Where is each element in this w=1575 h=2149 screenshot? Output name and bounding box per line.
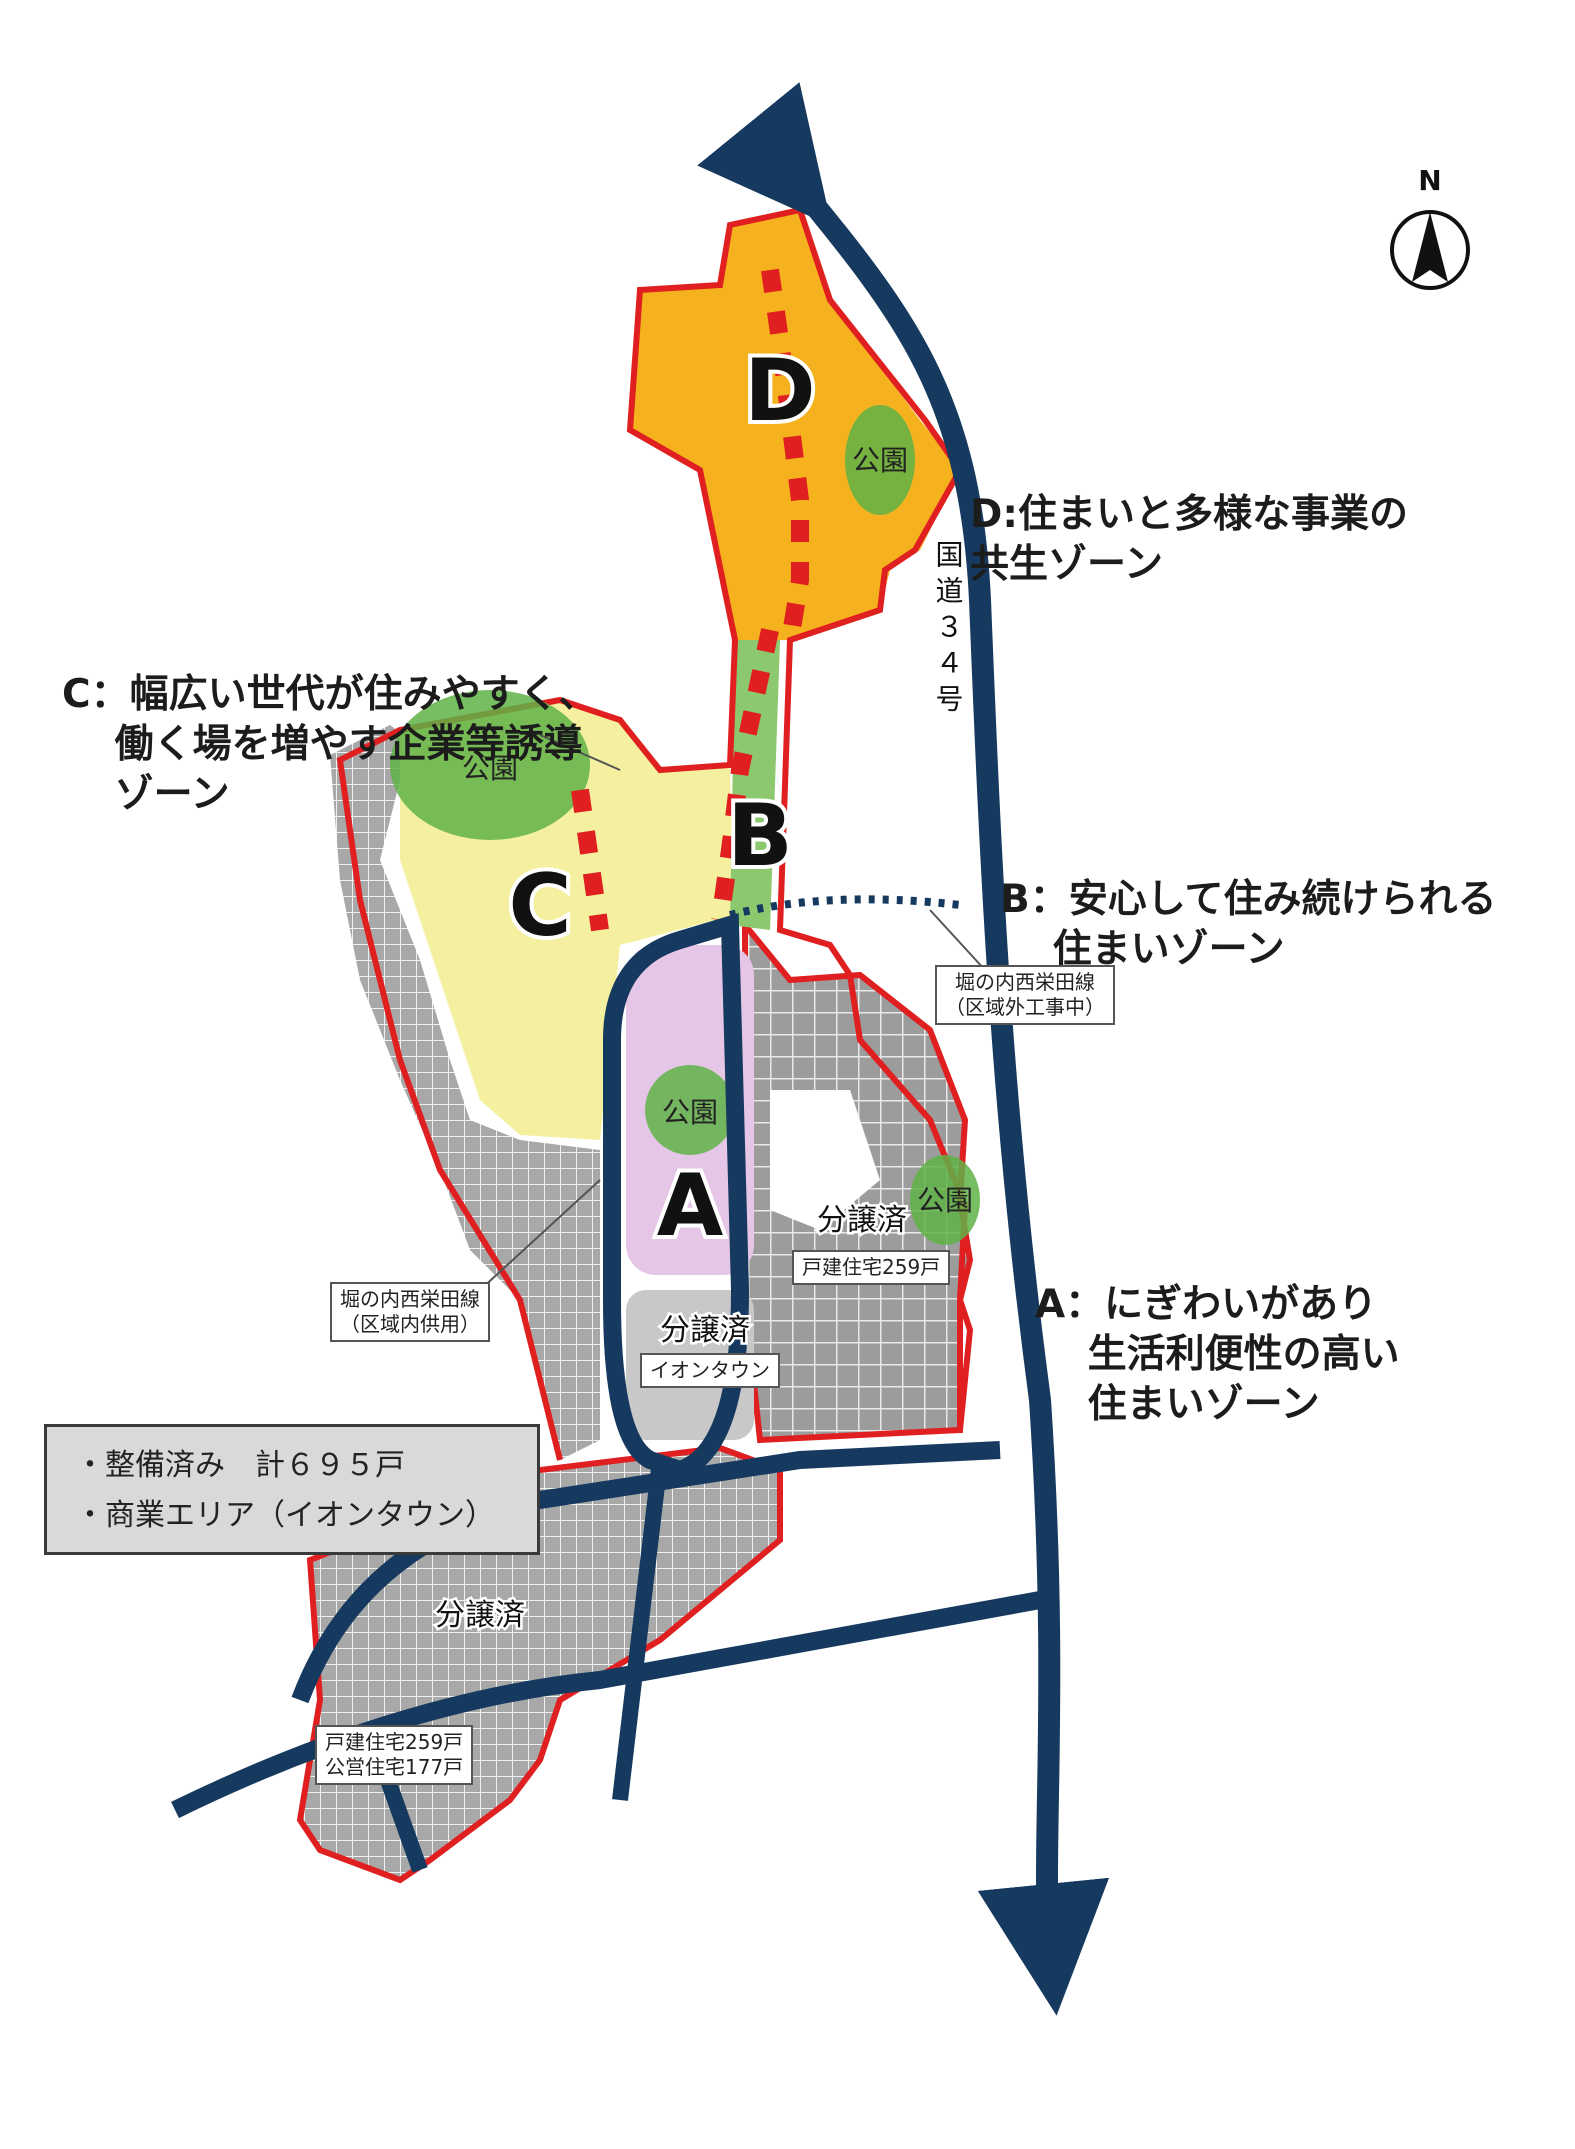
zone-a-letter: A (657, 1156, 724, 1256)
route-inside-note: 堀の内西栄田線 （区域内供用） (330, 1282, 490, 1342)
north-arrow-icon: N (1390, 164, 1470, 290)
sold-label-aeon: 分譲済 (660, 1313, 750, 1348)
legend-line-1: ・整備済み 計６９５戸 (75, 1448, 405, 1483)
park-label-d: 公園 (852, 444, 908, 477)
park-c (390, 690, 590, 840)
road-inner-a (603, 913, 750, 1480)
sold-label-south: 分譲済 (435, 1598, 525, 1633)
road-south-1 (612, 1459, 668, 1801)
legend-box: ・整備済み 計６９５戸 ・商業エリア（イオンタウン） (44, 1424, 540, 1555)
road-name-label: 国道３４号 (932, 540, 965, 720)
houses-south-note: 戸建住宅259戸 公営住宅177戸 (315, 1725, 474, 1785)
park-label-east: 公園 (917, 1184, 973, 1217)
zone-d-description: D:住まいと多様な事業の共生ゾーン (970, 492, 1408, 587)
zone-a-description: A：にぎわいがあり 生活利便性の高い 住まいゾーン (1035, 1282, 1400, 1427)
park-label-a: 公園 (662, 1096, 718, 1129)
houses-east-note: 戸建住宅259戸 (792, 1250, 951, 1285)
legend-line-2: ・商業エリア（イオンタウン） (75, 1498, 495, 1533)
park-label-c: 公園 (462, 752, 518, 785)
leader-route-inside (479, 1179, 601, 1291)
zone-letters: D B C A (504, 337, 819, 1260)
route-outside-note: 堀の内西栄田線 （区域外工事中） (935, 965, 1115, 1025)
zone-b-letter: B (727, 786, 793, 886)
leader-route-outside (929, 909, 986, 971)
sold-label-east: 分譲済 (817, 1203, 907, 1238)
developed-area-west (330, 725, 600, 1460)
north-label: N (1418, 164, 1441, 197)
zone-c-letter: C (508, 856, 571, 956)
road-east-west-2 (171, 1591, 1042, 1819)
leader-park-c (539, 734, 621, 771)
zone-b-description: B：安心して住み続けられる 住まいゾーン (1000, 877, 1497, 972)
zone-c-description: C：幅広い世代が住みやすく、 働く場を増やす企業等誘導 ゾーン (62, 672, 598, 817)
aeon-note: イオンタウン (640, 1353, 780, 1388)
zone-d-letter: D (744, 341, 815, 441)
